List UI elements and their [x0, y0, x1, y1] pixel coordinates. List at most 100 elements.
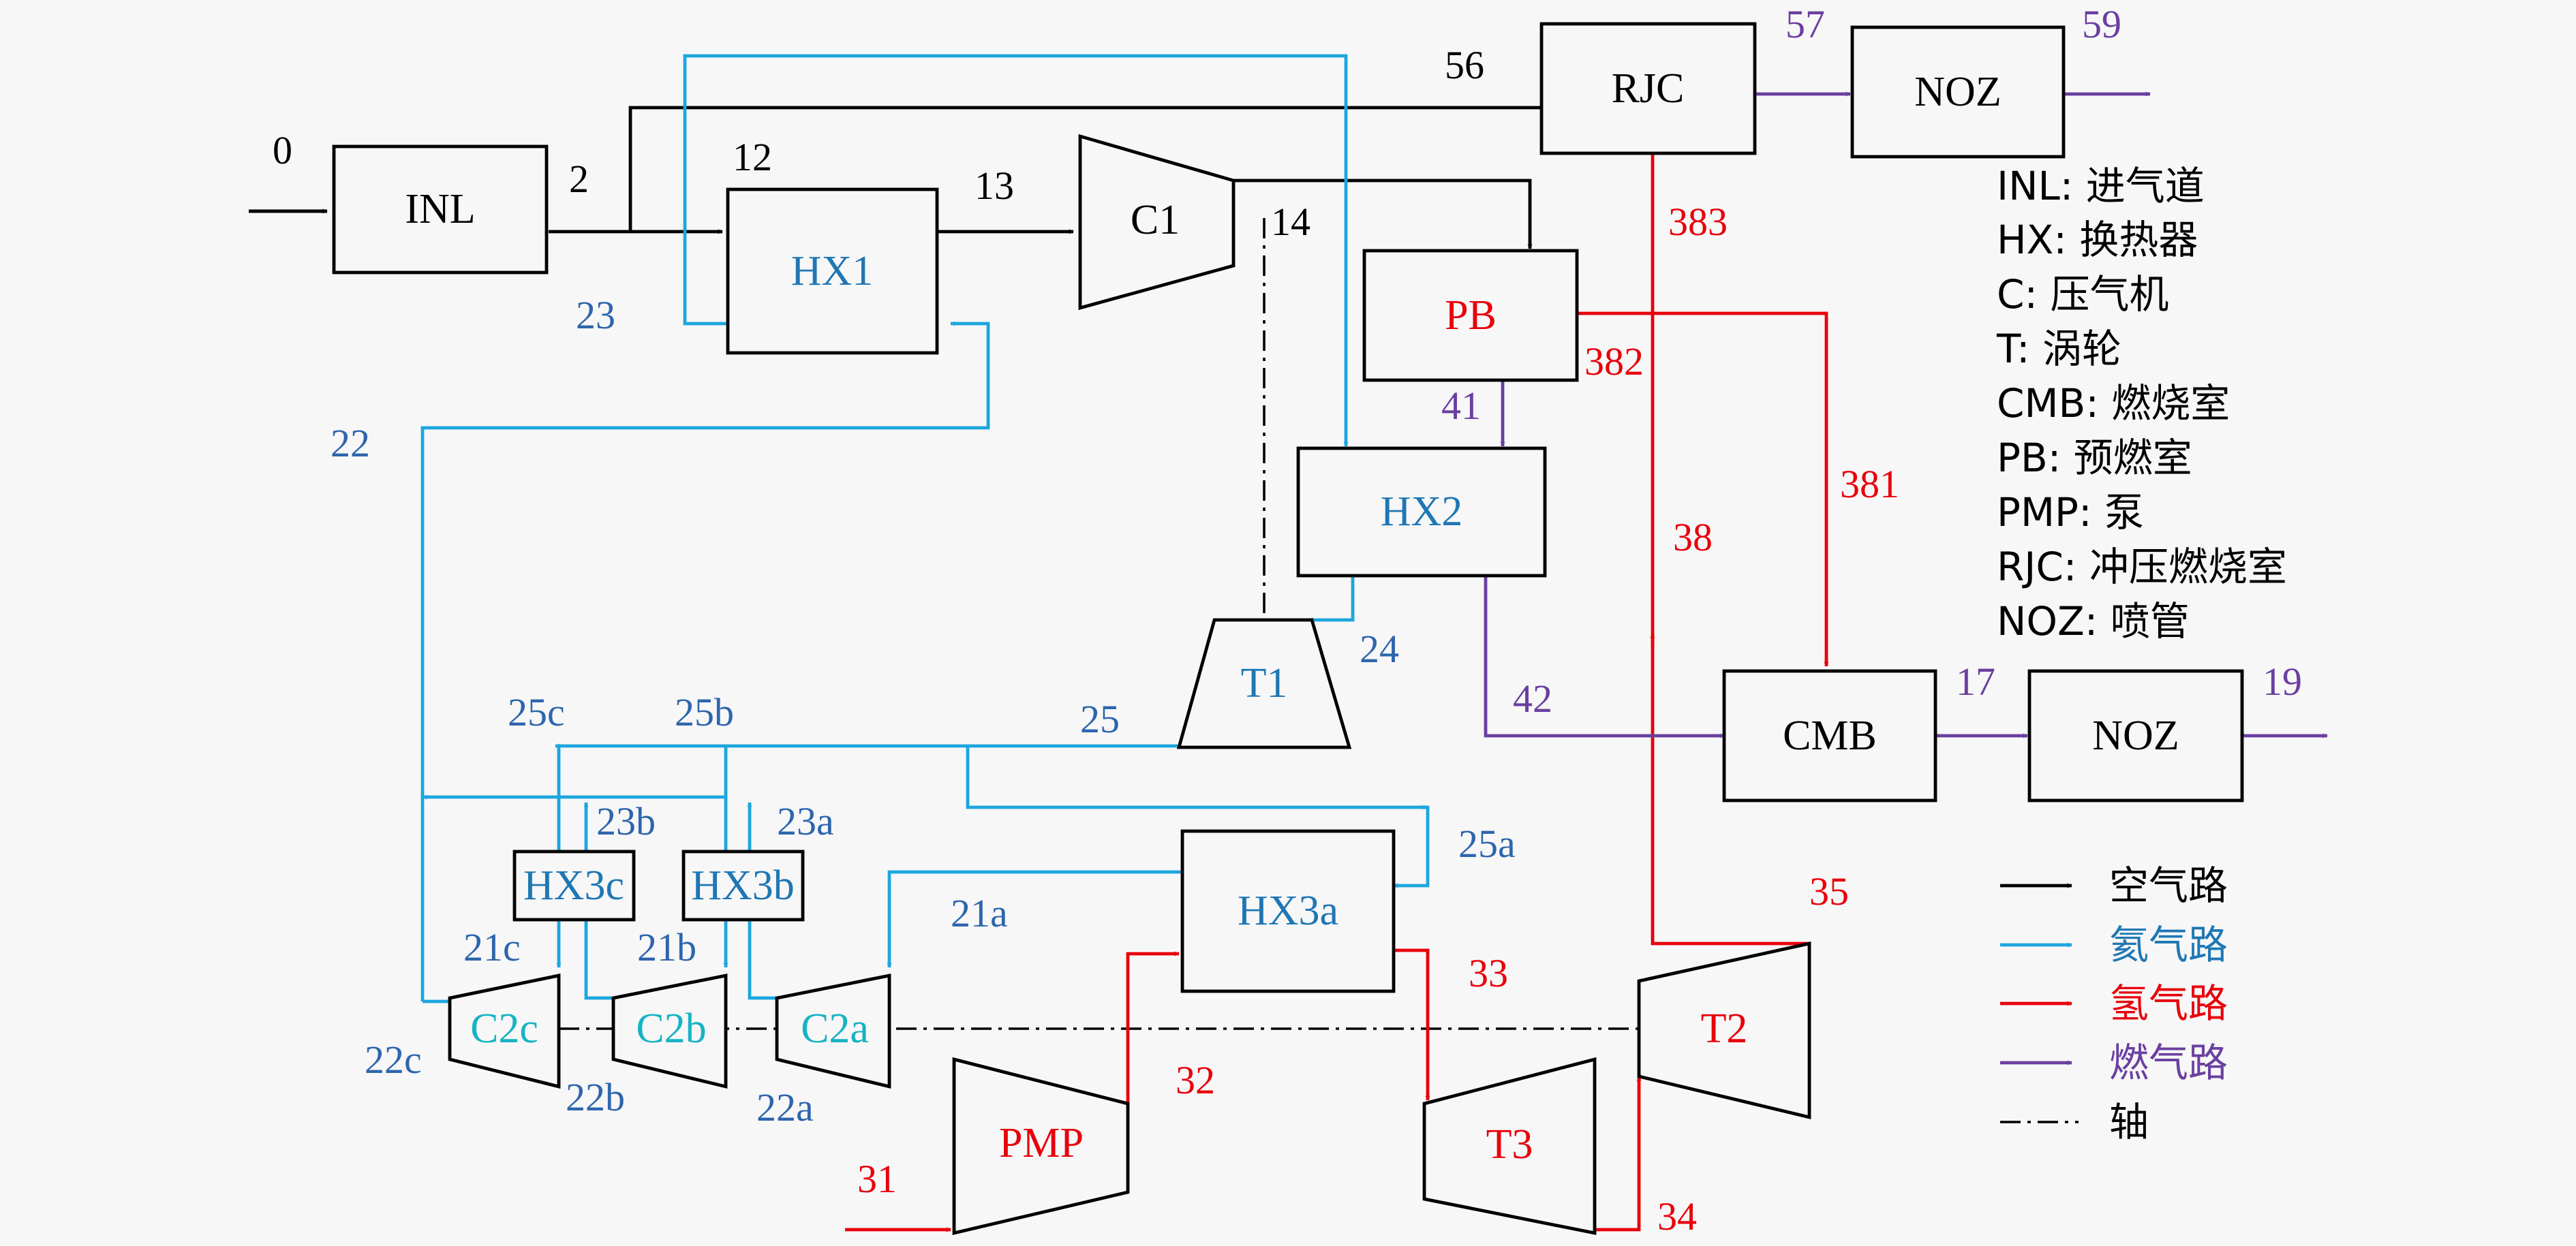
t2-label: T2	[1701, 1006, 1748, 1052]
hydrogen-flow-33	[1394, 948, 1430, 1101]
inl-box	[332, 144, 549, 275]
t3-label: T3	[1486, 1121, 1533, 1168]
air-flow-14	[1233, 178, 1533, 249]
station-59: 59	[2082, 2, 2121, 46]
t2-turbine	[1637, 941, 1811, 1120]
station-21b: 21b	[637, 925, 696, 969]
c2a-compressor	[775, 974, 891, 1089]
abbr-pb: PB: 预燃室	[1997, 435, 2192, 481]
station-383: 383	[1668, 200, 1728, 244]
helium-flow-25a-return	[1393, 805, 1430, 888]
abbreviation-key: INL: 进气道 HX: 换热器 C: 压气机 T: 涡轮 CMB: 燃烧室 P…	[1996, 163, 2287, 644]
noz-bottom-box	[2027, 669, 2244, 803]
t1-turbine	[1176, 618, 1352, 749]
station-33: 33	[1469, 951, 1508, 995]
cmb-box	[1722, 669, 1937, 803]
helium-flow-25a	[966, 746, 1428, 810]
station-41: 41	[1441, 384, 1481, 428]
station-25a: 25a	[1458, 822, 1516, 866]
station-23: 23	[576, 293, 615, 337]
legend-hydrogen-label: 氢气路	[2109, 980, 2228, 1027]
hx3c-box	[512, 850, 636, 922]
noz-top-box	[1850, 25, 2066, 159]
t3-turbine	[1422, 1057, 1597, 1235]
station-12: 12	[733, 135, 772, 179]
legend-air-label: 空气路	[2109, 862, 2228, 909]
helium-flow-24	[1308, 576, 1355, 623]
station-25b: 25b	[675, 690, 734, 734]
station-38: 38	[1673, 515, 1713, 559]
abbr-c: C: 压气机	[1997, 271, 2168, 317]
station-381: 381	[1840, 462, 1899, 506]
hydrogen-flow-32	[1126, 951, 1180, 1104]
station-57: 57	[1785, 2, 1825, 46]
hx2-label: HX2	[1381, 488, 1463, 535]
abbr-pmp: PMP: 泵	[1997, 489, 2144, 535]
hx1-box	[726, 187, 939, 355]
abbr-hx: HX: 换热器	[1997, 217, 2198, 263]
c1-label: C1	[1131, 197, 1180, 243]
pmp-label: PMP	[999, 1120, 1084, 1166]
station-24: 24	[1360, 627, 1399, 671]
station-23b: 23b	[596, 799, 656, 843]
c2b-label: C2b	[636, 1006, 706, 1052]
station-21c: 21c	[463, 925, 521, 969]
cmb-label: CMB	[1783, 713, 1877, 759]
station-2: 2	[569, 157, 589, 201]
hydrogen-flow-34	[1595, 1076, 1642, 1232]
c2c-label: C2c	[470, 1006, 538, 1052]
station-19: 19	[2263, 659, 2302, 704]
abbr-cmb: CMB: 燃烧室	[1997, 380, 2230, 426]
abbr-rjc: RJC: 冲压燃烧室	[1997, 544, 2287, 590]
station-34: 34	[1657, 1194, 1697, 1239]
noz-top-label: NOZ	[1914, 69, 2001, 115]
legend: 空气路 氦气路 氢气路 燃气路 轴	[2000, 862, 2228, 1145]
station-0: 0	[273, 128, 292, 172]
helium-flow-23	[683, 54, 1349, 447]
helium-flow-22b	[584, 920, 613, 1000]
abbr-t: T: 涡轮	[1996, 326, 2121, 372]
station-14: 14	[1271, 200, 1310, 244]
pmp-pump	[952, 1057, 1130, 1236]
pb-label: PB	[1445, 292, 1497, 339]
station-22a: 22a	[756, 1085, 814, 1130]
helium-flow-22	[420, 321, 990, 1001]
station-21a: 21a	[951, 891, 1008, 935]
station-17: 17	[1956, 659, 1995, 704]
hx1-label: HX1	[791, 248, 874, 294]
inl-label: INL	[405, 186, 475, 232]
c1-compressor	[1078, 134, 1236, 311]
station-22: 22	[331, 421, 370, 465]
station-22b: 22b	[566, 1075, 625, 1119]
noz-bottom-label: NOZ	[2092, 713, 2179, 759]
c2c-compressor	[448, 974, 561, 1089]
station-42: 42	[1513, 676, 1552, 721]
c2a-label: C2a	[801, 1006, 869, 1052]
air-flow-56	[628, 106, 1542, 232]
c2b-compressor	[611, 974, 728, 1089]
rjc-box	[1539, 22, 1757, 155]
station-35: 35	[1809, 869, 1849, 914]
station-23a: 23a	[777, 799, 834, 843]
t1-label: T1	[1241, 660, 1288, 706]
hx3a-label: HX3a	[1238, 888, 1338, 934]
station-382: 382	[1584, 339, 1644, 384]
abbr-noz: NOZ: 喷管	[1997, 598, 2190, 644]
hydrogen-flow-381	[1653, 311, 1829, 667]
hx3c-label: HX3c	[523, 862, 624, 909]
hx3b-box	[681, 850, 805, 922]
station-25: 25	[1080, 697, 1120, 741]
abbr-inl: INL: 进气道	[1997, 163, 2205, 209]
hx3a-box	[1180, 829, 1396, 993]
helium-flow-22a	[748, 920, 777, 1000]
station-31: 31	[857, 1157, 897, 1201]
rjc-label: RJC	[1612, 65, 1685, 112]
gas-flow-42	[1484, 576, 1725, 738]
legend-helium-label: 氦气路	[2109, 922, 2228, 968]
legend-gas-label: 燃气路	[2109, 1040, 2228, 1086]
hx2-box	[1296, 446, 1547, 578]
legend-shaft-label: 轴	[2109, 1099, 2149, 1145]
helium-flow-21a	[887, 870, 1182, 968]
station-56: 56	[1445, 43, 1484, 87]
